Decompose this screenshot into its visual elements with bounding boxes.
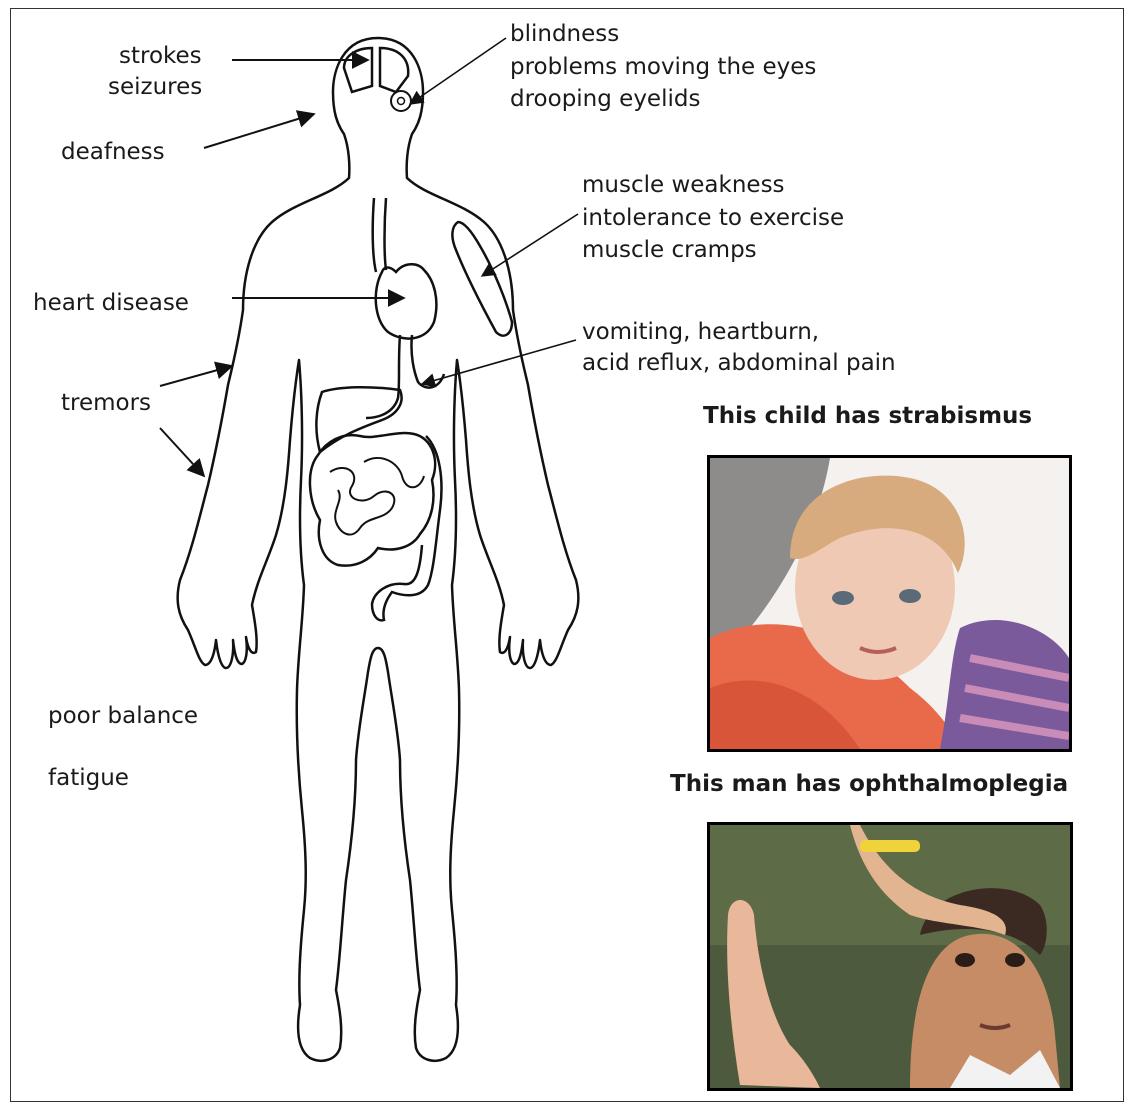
label-blindness: blindness [510,18,619,50]
brain-left [344,48,372,92]
label-exercise-intolerance: intolerance to exercise [582,202,844,234]
label-muscle-cramps: muscle cramps [582,234,757,266]
caption-child: This child has strabismus [703,403,1032,429]
arrow-deafness [204,114,314,148]
label-strokes: strokes [119,40,202,72]
label-vomiting: vomiting, heartburn, [582,316,819,348]
label-poor-balance: poor balance [48,700,198,732]
label-muscle-weakness: muscle weakness [582,169,785,201]
arrow-muscle [482,214,578,276]
brain-right [380,48,408,92]
label-eye-movement: problems moving the eyes [510,51,816,83]
arrow-tremors-lower [160,428,204,476]
label-abdominal-pain: acid reflux, abdominal pain [582,347,896,379]
label-fatigue: fatigue [48,762,129,794]
label-drooping-eyelids: drooping eyelids [510,83,700,115]
colon [372,436,441,620]
label-deafness: deafness [61,136,165,168]
arrow-digestive [422,340,576,384]
arrow-tremors-upper [160,366,232,386]
intestine-loops [330,458,424,535]
eye-pupil [398,98,405,105]
arrow-eye [410,38,506,104]
heart [376,264,437,338]
stomach [366,335,444,418]
esophagus [373,198,386,272]
intestines [310,433,435,566]
photo-man [707,822,1073,1091]
muscle [452,222,512,336]
label-tremors: tremors [61,387,151,419]
photo-child [707,455,1072,752]
caption-man: This man has ophthalmoplegia [670,771,1068,797]
eye-outer [391,91,411,111]
label-heart-disease: heart disease [33,287,189,319]
label-seizures: seizures [108,71,202,103]
